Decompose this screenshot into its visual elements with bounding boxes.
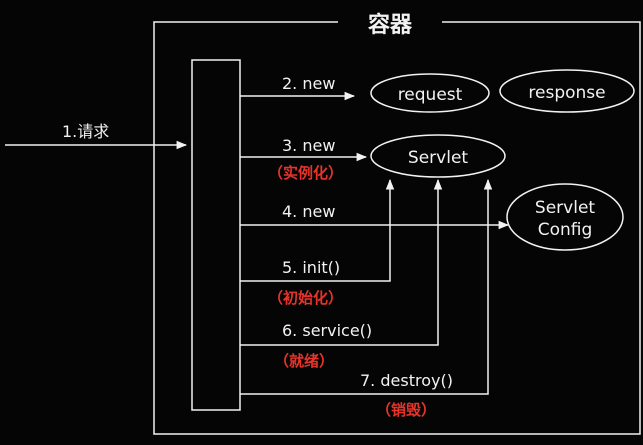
servlet-object — [370, 134, 506, 178]
step-2-label: 2. new — [282, 74, 335, 93]
container-title-bg — [338, 8, 442, 38]
servlet-object-label: Servlet — [408, 148, 468, 168]
handler-box — [191, 59, 241, 411]
response-object — [499, 69, 635, 113]
arrow-init — [240, 178, 395, 282]
step-6-label: 6. service() — [282, 321, 372, 340]
servlet-config-object — [506, 183, 624, 251]
step-3-note: （实例化） — [268, 164, 343, 182]
request-object-label: request — [398, 85, 463, 105]
container-title: 容器 — [368, 12, 413, 38]
step-6-note: （就绪） — [274, 352, 334, 370]
arrow-destroy — [240, 178, 493, 395]
step-7-note: （销毁） — [376, 401, 436, 419]
step-1-label: 1.请求 — [62, 122, 109, 141]
servlet-config-label-1: Servlet — [535, 198, 595, 218]
step-3-label: 3. new — [282, 136, 335, 155]
step-7-label: 7. destroy() — [360, 371, 453, 390]
step-5-note: （初始化） — [268, 289, 343, 307]
step-5-label: 5. init() — [282, 258, 340, 277]
response-object-label: response — [528, 83, 605, 103]
step-4-label: 4. new — [282, 202, 335, 221]
arrow-service — [240, 178, 443, 346]
request-object — [370, 73, 490, 113]
servlet-config-label-2: Config — [538, 220, 593, 240]
